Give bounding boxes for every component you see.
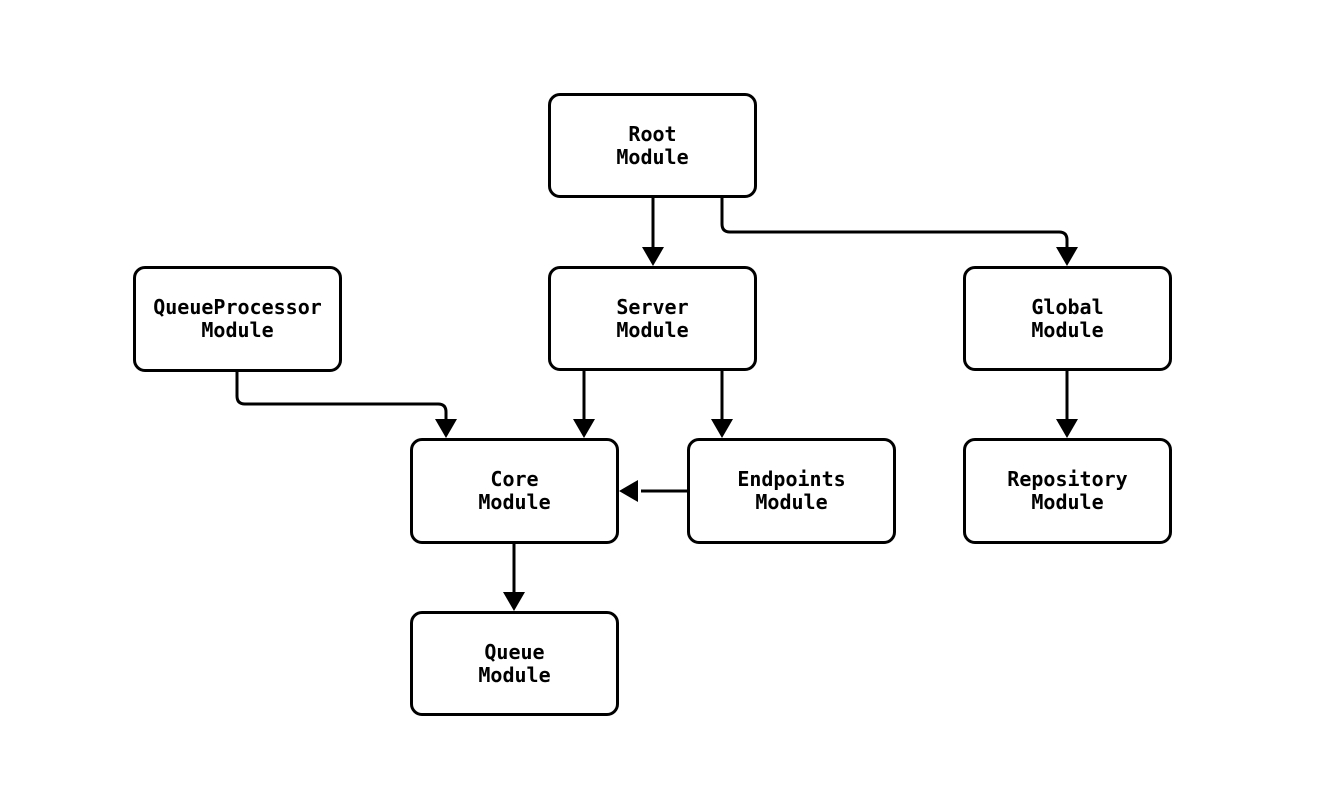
edge-server-to-endpoints	[711, 371, 733, 438]
arrowhead-icon	[1056, 419, 1078, 438]
arrowhead-icon	[503, 592, 525, 611]
node-queueprocessor-module: QueueProcessor Module	[133, 266, 342, 372]
node-repository-module-label: Repository Module	[1007, 467, 1128, 514]
node-root-module-label: Root Module	[616, 121, 689, 169]
edge-queueprocessor-to-core	[235, 372, 457, 438]
arrowhead-icon	[1056, 247, 1078, 266]
arrowhead-icon	[619, 480, 638, 502]
node-queueprocessor-module-label: QueueProcessor Module	[153, 295, 322, 342]
node-global-module: Global Module	[963, 266, 1172, 371]
edge-global-to-repository	[1056, 371, 1078, 438]
node-endpoints-module: Endpoints Module	[687, 438, 896, 544]
arrowhead-icon	[642, 247, 664, 266]
arrowhead-icon	[435, 419, 457, 438]
node-queue-module: Queue Module	[410, 611, 619, 716]
arrowhead-icon	[573, 419, 595, 438]
edge-core-to-queue	[503, 544, 525, 611]
arrowhead-icon	[711, 419, 733, 438]
node-server-module-label: Server Module	[616, 294, 689, 342]
node-core-module: Core Module	[410, 438, 619, 544]
node-root-module: Root Module	[548, 93, 757, 198]
node-endpoints-module-label: Endpoints Module	[737, 467, 846, 514]
edge-root-to-global	[720, 198, 1078, 266]
edge-server-to-core	[573, 371, 595, 438]
edge-endpoints-to-core	[619, 480, 687, 502]
node-global-module-label: Global Module	[1031, 294, 1104, 342]
node-server-module: Server Module	[548, 266, 757, 371]
node-repository-module: Repository Module	[963, 438, 1172, 544]
node-core-module-label: Core Module	[478, 467, 551, 514]
node-queue-module-label: Queue Module	[478, 639, 551, 687]
edge-root-to-server	[642, 198, 664, 266]
